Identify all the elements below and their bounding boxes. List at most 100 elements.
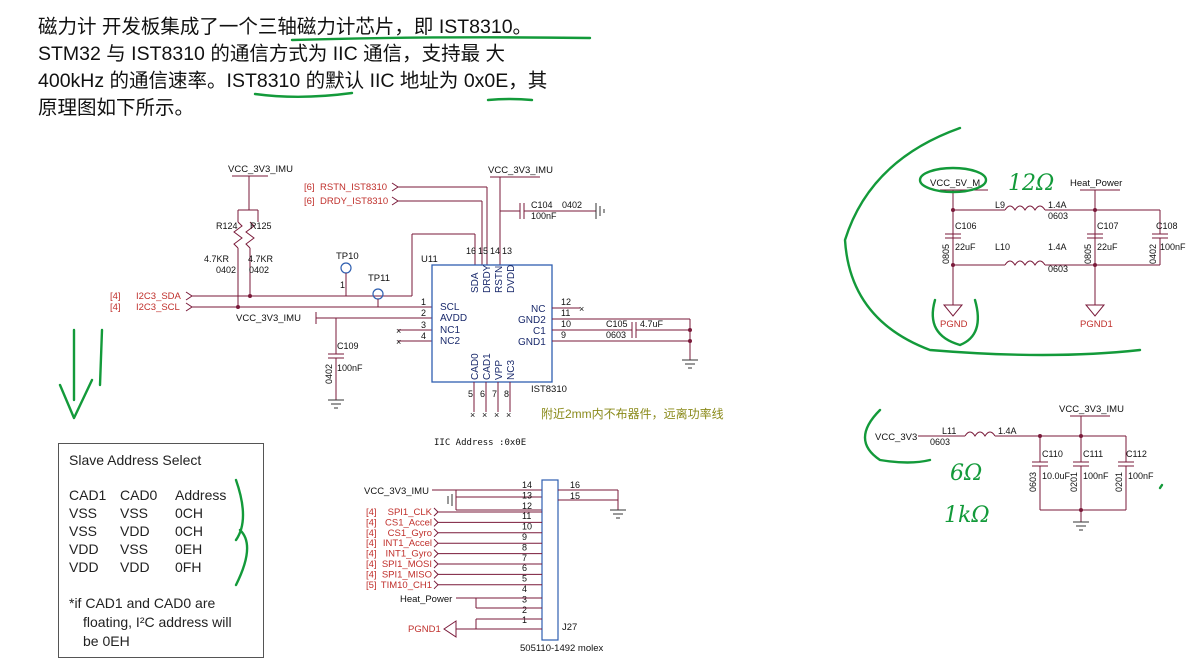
address-note: *if CAD1 and CAD0 are floating, I²C addr… <box>69 594 259 651</box>
pin-num-5: 5 <box>468 389 473 399</box>
tp10-pin: 1 <box>340 280 345 290</box>
r124-package: 0402 <box>216 265 236 275</box>
svg-text:×: × <box>482 410 487 420</box>
cell: 0CH <box>175 523 204 539</box>
pin-num-12: 12 <box>561 297 571 307</box>
c110-package: 0603 <box>1028 472 1038 492</box>
pin-num-7: 7 <box>492 389 497 399</box>
signal-ref: [4] <box>366 569 377 580</box>
r125-resistor <box>245 221 255 249</box>
signal-label: INT1_Accel <box>383 538 432 549</box>
pin-avdd: AVDD <box>440 313 467 324</box>
svg-text:×: × <box>396 337 401 347</box>
pin-scl: SCL <box>440 302 460 313</box>
cell: VDD <box>120 559 150 575</box>
c105-value: 4.7uF <box>640 319 664 329</box>
j27-ref: J27 <box>562 622 577 633</box>
ist8310-chip <box>431 264 553 383</box>
j27-pin-number: 1 <box>522 615 527 625</box>
signal-arrow <box>433 580 439 590</box>
j27-pin-number: 6 <box>522 563 527 573</box>
c111-package: 0201 <box>1069 472 1079 492</box>
j27-pin-number: 9 <box>522 532 527 542</box>
c108-value: 100nF <box>1160 242 1186 252</box>
j27-pin-number: 14 <box>522 480 532 490</box>
cell: 0EH <box>175 541 203 557</box>
address-table-title: Slave Address Select <box>69 452 202 468</box>
j27-signals: [4]SPI1_CLK[4]CS1_Accel[4]CS1_Gyro[4]INT… <box>366 507 542 591</box>
pin-drdy: DRDY <box>482 264 493 293</box>
signal-label: CS1_Accel <box>385 517 432 528</box>
vcc5-circle <box>918 166 988 194</box>
j27-pin-number: 4 <box>522 584 527 594</box>
vcc5-label: VCC_5V_M <box>930 178 980 189</box>
vcc-imu-label-4: VCC_3V3_IMU <box>1059 404 1124 415</box>
pin-num-11: 11 <box>561 308 570 318</box>
pin-num-15: 15 <box>478 246 488 256</box>
pgnd-circle <box>931 298 980 347</box>
c111-ref: C111 <box>1083 449 1103 459</box>
signal-label: TIM10_CH1 <box>381 580 432 591</box>
slave-address-table: Slave Address Select CAD1 CAD0 Address V… <box>58 443 264 658</box>
pin-nc: NC <box>531 304 545 315</box>
signal-ref: [4] <box>366 538 377 549</box>
r124-value: 4.7KR <box>204 254 230 264</box>
c110-ref: C110 <box>1042 449 1063 459</box>
c107-ref: C107 <box>1097 221 1119 231</box>
pin-num-9: 9 <box>561 330 566 340</box>
signal-arrow <box>433 507 439 517</box>
pin-dvdd: DVDD <box>506 265 517 293</box>
pin-num-2: 2 <box>421 308 426 318</box>
pin-num-16: 16 <box>466 246 476 256</box>
pin-cad1: CAD1 <box>482 353 493 380</box>
cell: VSS <box>69 505 98 521</box>
l10-package: 0603 <box>1048 264 1068 274</box>
j27-pin-number: 2 <box>522 605 527 615</box>
j27-pin-number: 3 <box>522 594 527 604</box>
chip-bottom-pins: CAD0 CAD1 VPP NC3 5 6 7 8 <box>468 353 517 399</box>
j27-pin-number: 11 <box>522 511 531 521</box>
i2c-sda-ref: [4] <box>110 291 121 302</box>
signal-ref: [4] <box>366 549 377 560</box>
pin-num-8: 8 <box>504 389 509 399</box>
intro-line-2: STM32 与 IST8310 的通信方式为 IIC 通信，支持最 大 <box>38 43 505 65</box>
signal-label: SPI1_MOSI <box>382 559 432 570</box>
pin-sda: SDA <box>470 272 481 293</box>
chip-left-pins: SCL AVDD NC1 NC2 1 2 3 4 <box>421 297 467 347</box>
pgnd1-label: PGND1 <box>1080 319 1113 330</box>
pin-nc1: NC1 <box>440 325 460 336</box>
c106-ref: C106 <box>955 221 977 231</box>
address-note-line-2: floating, I²C address will <box>83 614 232 630</box>
c104-package: 0402 <box>562 200 582 210</box>
chip-right-pins: NC GND2 C1 GND1 12 11 10 9 <box>518 297 571 348</box>
tp11-label: TP11 <box>368 273 390 284</box>
tp10-testpoint <box>340 262 352 274</box>
svg-text:×: × <box>396 326 401 336</box>
r124-ref: R124 <box>216 221 238 231</box>
c108-package: 0402 <box>1148 244 1158 264</box>
l10-value: 1.4A <box>1048 242 1067 252</box>
c109-ref: C109 <box>337 341 359 351</box>
address-note-line-1: *if CAD1 and CAD0 are <box>69 595 216 611</box>
chip-name: IST8310 <box>531 384 567 395</box>
intro-line-3: 400kHz 的通信速率。IST8310 的默认 IIC 地址为 0x0E，其 <box>38 70 548 92</box>
pin-num-3: 3 <box>421 320 426 330</box>
c104-ref: C104 <box>531 200 553 210</box>
vcc-imu-label-1: VCC_3V3_IMU <box>228 164 293 175</box>
l9-ref: L9 <box>995 200 1005 210</box>
c112-ref: C112 <box>1126 449 1147 459</box>
pin-nc3: NC3 <box>506 360 517 380</box>
signal-arrow <box>433 528 439 538</box>
pin-vpp: VPP <box>494 360 505 380</box>
header-cad1: CAD1 <box>69 487 107 503</box>
l9-value: 1.4A <box>1048 200 1067 210</box>
vcc3v3-label: VCC_3V3 <box>875 432 917 443</box>
pin-num-j15: 15 <box>570 491 580 501</box>
signal-arrow <box>433 538 439 548</box>
c107-value: 22uF <box>1097 242 1118 252</box>
pin-c1: C1 <box>533 326 546 337</box>
j27-pin-number: 8 <box>522 542 527 552</box>
c109-value: 100nF <box>337 363 363 373</box>
signal-ref: [4] <box>366 528 377 539</box>
